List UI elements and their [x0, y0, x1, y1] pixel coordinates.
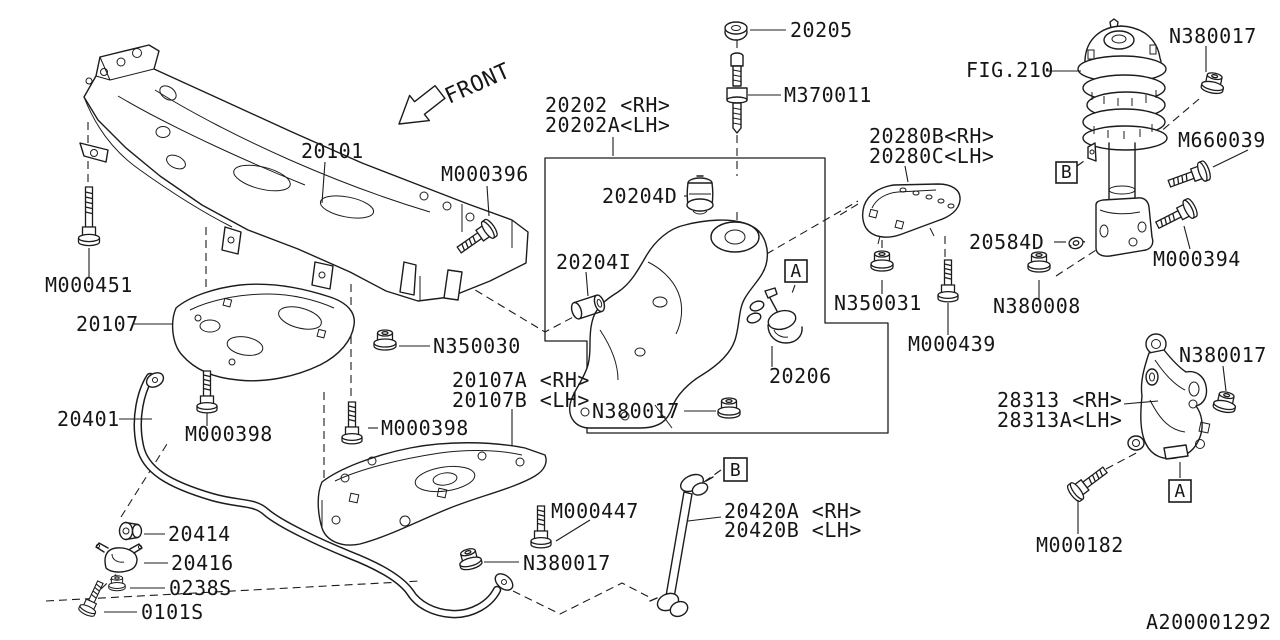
bolt-m000394	[1152, 196, 1200, 235]
bolt-m000447	[530, 505, 552, 549]
part-label-m370011[interactable]: M370011	[784, 83, 872, 107]
part-label-m000398-rear[interactable]: M000398	[381, 416, 469, 440]
part-label-28313[interactable]: 28313 <RH>	[997, 388, 1122, 412]
part-label-20280b[interactable]: 20280B<RH>	[869, 124, 994, 148]
part-label-20107b[interactable]: 20107B <LH>	[452, 388, 590, 412]
part-label-0238s[interactable]: 0238S	[169, 576, 232, 600]
part-label-m000396[interactable]: M000396	[441, 162, 529, 186]
part-label-20205[interactable]: 20205	[790, 18, 853, 42]
ball-joint-20206	[746, 287, 803, 344]
rear-bushing-20204d	[686, 175, 714, 215]
part-labels: M000451 20101 20107 20401 M000398 N35003…	[45, 18, 1267, 624]
callout-a-right-letter: A	[1174, 481, 1185, 502]
part-label-20202[interactable]: 20202 <RH>	[545, 93, 670, 117]
callout-a-mid-letter: A	[790, 261, 801, 282]
part-label-20420a[interactable]: 20420A <RH>	[724, 499, 862, 523]
bolt-m000398-front	[196, 370, 218, 414]
callout-b-strut-letter: B	[1061, 162, 1072, 183]
part-label-20202a[interactable]: 20202A<LH>	[545, 113, 670, 137]
washer-20584d	[1067, 234, 1087, 251]
part-label-m000398-front[interactable]: M000398	[185, 422, 273, 446]
part-label-20204d[interactable]: 20204D	[602, 184, 677, 208]
part-label-20107a[interactable]: 20107A <RH>	[452, 368, 590, 392]
part-label-m000451[interactable]: M000451	[45, 273, 133, 297]
part-label-n380017-mid[interactable]: N380017	[592, 399, 680, 423]
callout-b-bottom[interactable]: B	[723, 457, 748, 482]
front-arrow-icon	[398, 84, 446, 125]
crossmember-subframe-20101	[79, 44, 529, 302]
stabilizer-clamp-20416	[95, 542, 143, 573]
part-label-28313a[interactable]: 28313A<LH>	[997, 408, 1122, 432]
part-label-20416[interactable]: 20416	[171, 551, 234, 575]
figure-ref-label[interactable]: FIG.210	[966, 58, 1054, 82]
washer-20205	[724, 21, 748, 41]
bolt-m000439	[937, 259, 959, 303]
part-label-20206[interactable]: 20206	[769, 364, 832, 388]
front-label: FRONT	[441, 59, 514, 110]
part-label-n350031[interactable]: N350031	[834, 291, 922, 315]
callout-boxes: A A B B	[723, 161, 1192, 503]
callout-a-right[interactable]: A	[1168, 479, 1192, 503]
control-arm-detail-box	[544, 157, 889, 434]
front-support-plate-20107ab	[317, 442, 547, 546]
nut-n380008	[1027, 251, 1051, 273]
nut-0238s	[108, 575, 126, 592]
diagram-ref-code: A200001292	[1146, 610, 1271, 634]
callout-a-mid[interactable]: A	[784, 259, 808, 283]
callout-b-bottom-letter: B	[730, 460, 741, 481]
bolt-m370011	[726, 52, 748, 134]
bolt-m000451	[77, 186, 101, 247]
bolt-m000182	[1064, 461, 1112, 504]
nut-n380017-mid	[717, 397, 741, 419]
part-label-n380017-right[interactable]: N380017	[1179, 343, 1267, 367]
part-label-m000447[interactable]: M000447	[551, 499, 639, 523]
stabilizer-link-20420	[649, 473, 714, 618]
front-bushing-20204i	[570, 294, 606, 320]
steering-knuckle-28313	[1127, 333, 1211, 460]
part-label-n380017-bottom[interactable]: N380017	[523, 551, 611, 575]
part-label-m000182[interactable]: M000182	[1036, 533, 1124, 557]
leader-lines	[88, 29, 1249, 613]
bolt-m000398-rear	[341, 401, 363, 445]
part-label-20584d[interactable]: 20584D	[969, 230, 1044, 254]
part-label-20414[interactable]: 20414	[168, 522, 231, 546]
part-label-n350030[interactable]: N350030	[433, 334, 521, 358]
mount-bracket-20280	[861, 183, 961, 245]
part-label-20401[interactable]: 20401	[57, 407, 120, 431]
part-label-20204i[interactable]: 20204I	[556, 250, 631, 274]
front-direction-indicator: FRONT	[398, 59, 514, 125]
part-label-20107[interactable]: 20107	[76, 312, 139, 336]
nut-n380017-top	[1199, 70, 1227, 96]
nut-n350030	[373, 329, 397, 351]
part-label-m000439[interactable]: M000439	[908, 332, 996, 356]
part-label-m000394[interactable]: M000394	[1153, 247, 1241, 271]
front-support-plate-20107	[171, 283, 355, 382]
part-label-n380017-top[interactable]: N380017	[1169, 24, 1257, 48]
nut-n380017-bottom	[455, 545, 484, 573]
fasteners	[77, 21, 1239, 619]
stabilizer-bushing-20414	[118, 521, 143, 541]
transverse-link-20202	[569, 219, 769, 429]
nut-n380017-right	[1211, 389, 1239, 415]
stabilizer-bar-20401	[133, 372, 514, 619]
nut-n350031	[870, 250, 894, 272]
strut-assembly-fig210	[1077, 18, 1168, 257]
part-label-n380008[interactable]: N380008	[993, 294, 1081, 318]
callout-b-strut[interactable]: B	[1055, 161, 1078, 184]
bolt-m660039	[1165, 159, 1213, 194]
part-label-20280c[interactable]: 20280C<LH>	[869, 144, 994, 168]
part-label-20420b[interactable]: 20420B <LH>	[724, 518, 862, 542]
part-label-0101s[interactable]: 0101S	[141, 600, 204, 624]
part-label-20101[interactable]: 20101	[301, 139, 364, 163]
part-label-m660039[interactable]: M660039	[1178, 128, 1266, 152]
